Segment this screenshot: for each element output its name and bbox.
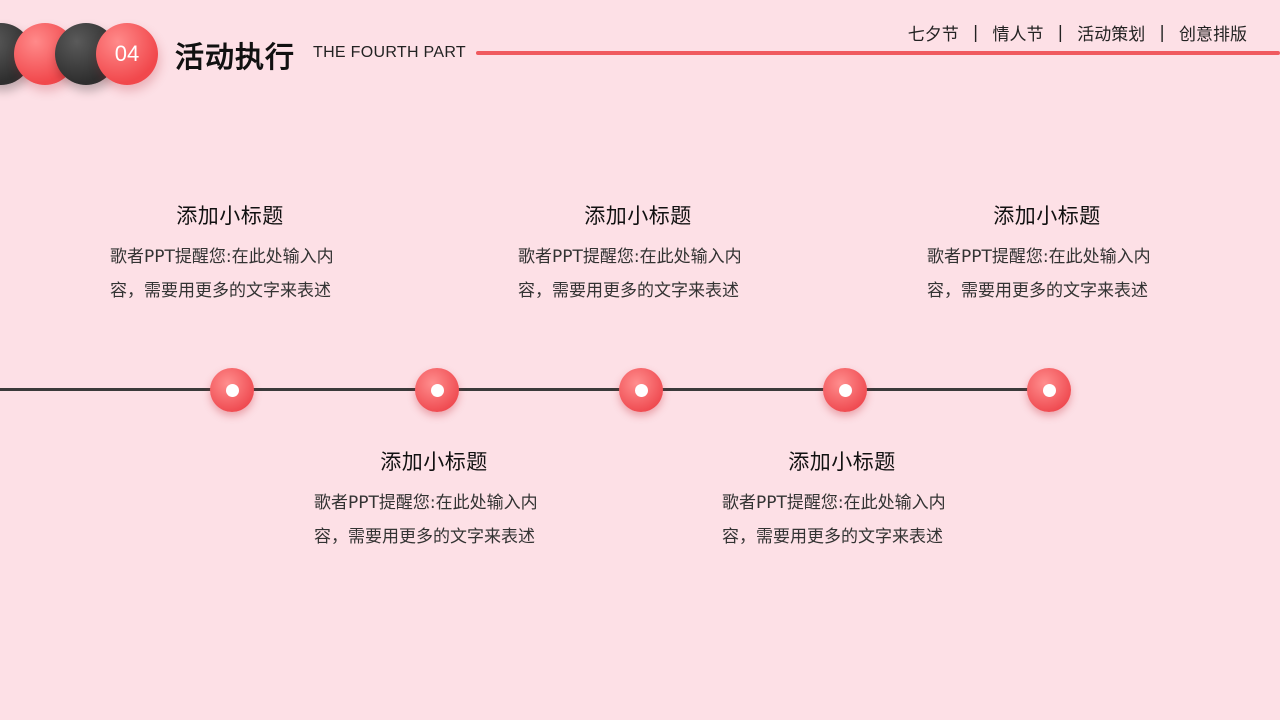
- block-title: 添加小标题: [584, 204, 692, 228]
- timeline-node-2[interactable]: [415, 368, 459, 412]
- nav-item-creative-layout[interactable]: 创意排版: [1179, 25, 1247, 45]
- timeline-node-3[interactable]: [619, 368, 663, 412]
- node-dot-icon: [634, 383, 648, 397]
- timeline-block-4: 添加小标题 歌者PPT提醒您:在此处输入内容，需要用更多的文字来表述: [712, 446, 972, 554]
- nav-item-qixi[interactable]: 七夕节: [907, 25, 959, 45]
- timeline-block-1: 添加小标题 歌者PPT提醒您:在此处输入内容，需要用更多的文字来表述: [100, 200, 360, 308]
- timeline-line: [0, 388, 1050, 391]
- node-dot-icon: [838, 383, 852, 397]
- header-rule: [476, 51, 1280, 55]
- block-body: 歌者PPT提醒您:在此处输入内容，需要用更多的文字来表述: [110, 247, 334, 301]
- block-title: 添加小标题: [380, 450, 488, 474]
- nav-separator: |: [1057, 22, 1064, 43]
- block-title: 添加小标题: [788, 450, 896, 474]
- top-nav: 七夕节 | 情人节 | 活动策划 | 创意排版: [904, 20, 1251, 46]
- timeline-block-3: 添加小标题 歌者PPT提醒您:在此处输入内容，需要用更多的文字来表述: [508, 200, 768, 308]
- timeline-block-5: 添加小标题 歌者PPT提醒您:在此处输入内容，需要用更多的文字来表述: [917, 200, 1177, 308]
- part-number: 04: [114, 41, 140, 66]
- block-title: 添加小标题: [993, 204, 1101, 228]
- timeline-node-1[interactable]: [210, 368, 254, 412]
- node-dot-icon: [1042, 383, 1056, 397]
- decor-circle-red-2: [96, 23, 158, 85]
- block-body: 歌者PPT提醒您:在此处输入内容，需要用更多的文字来表述: [518, 247, 742, 301]
- nav-item-event-planning[interactable]: 活动策划: [1077, 25, 1146, 45]
- node-dot-icon: [430, 383, 444, 397]
- block-title: 添加小标题: [176, 204, 284, 228]
- timeline-block-2: 添加小标题 歌者PPT提醒您:在此处输入内容，需要用更多的文字来表述: [304, 446, 564, 554]
- block-body: 歌者PPT提醒您:在此处输入内容，需要用更多的文字来表述: [722, 493, 946, 547]
- nav-item-valentine[interactable]: 情人节: [992, 25, 1044, 45]
- page-title: 活动执行: [175, 40, 296, 74]
- block-body: 歌者PPT提醒您:在此处输入内容，需要用更多的文字来表述: [927, 247, 1151, 301]
- timeline-node-5[interactable]: [1027, 368, 1071, 412]
- block-body: 歌者PPT提醒您:在此处输入内容，需要用更多的文字来表述: [314, 493, 538, 547]
- part-label: THE FOURTH PART: [313, 44, 466, 61]
- timeline-node-4[interactable]: [823, 368, 867, 412]
- nav-separator: |: [972, 22, 979, 43]
- nav-separator: |: [1159, 22, 1165, 43]
- node-dot-icon: [225, 383, 239, 397]
